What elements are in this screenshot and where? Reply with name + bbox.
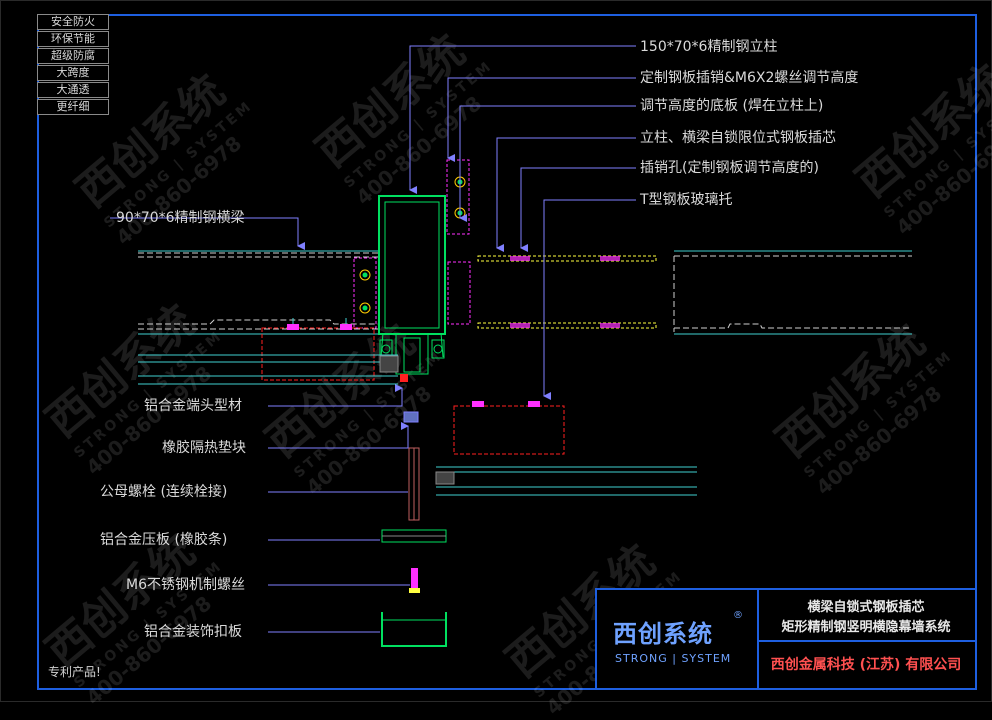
section-drawing (110, 45, 912, 647)
core-pin (510, 323, 530, 328)
core-pin (510, 256, 530, 261)
glass-support (528, 401, 540, 407)
cover-part (381, 612, 447, 647)
feature-tag: 安全防火 (37, 14, 109, 30)
registered-mark: ® (733, 610, 743, 621)
glass-support (287, 324, 299, 330)
logo-text: 西创系统 (613, 620, 713, 648)
lock-core-bottom (477, 322, 657, 329)
feature-tag: 更纤细 (37, 99, 109, 115)
feature-tag: 环保节能 (37, 31, 109, 47)
core-pin (600, 323, 620, 328)
patent-note: 专利产品! (48, 665, 101, 679)
label-glass-support: T型钢板玻璃托 (640, 192, 733, 208)
label-rubber-block: 橡胶隔热垫块 (162, 440, 246, 456)
logo-english: STRONG | SYSTEM (615, 652, 732, 665)
rubber-block-part (403, 411, 419, 423)
label-steel-beam: 90*70*6精制钢横梁 (116, 210, 245, 226)
pin-bracket-right (447, 261, 471, 325)
bolt-part (408, 447, 420, 521)
label-pressure-plate: 铝合金压板 (橡胶条) (100, 532, 228, 548)
title-divider (757, 640, 977, 642)
label-steel-column: 150*70*6精制钢立柱 (640, 39, 778, 55)
core-pin (600, 256, 620, 261)
label-screw: M6不锈钢机制螺丝 (126, 577, 245, 593)
label-pin-hole: 插销孔(定制钢板调节高度的) (640, 160, 819, 176)
left-steel-beam (138, 252, 378, 330)
pressure-plate-part (381, 529, 447, 543)
label-cover: 铝合金装饰扣板 (144, 624, 242, 640)
left-glass-panel (138, 354, 399, 385)
steel-column (378, 195, 446, 375)
feature-tag: 超级防腐 (37, 48, 109, 64)
logo: 西创系统 ® STRONG | SYSTEM (597, 590, 759, 688)
drawing-title-line2: 矩形精制钢竖明横隐幕墙系统 (781, 620, 951, 635)
feature-tag: 大跨度 (37, 65, 109, 81)
right-steel-beam (673, 255, 912, 332)
company-name: 西创金属科技 (江苏) 有限公司 (770, 657, 962, 673)
label-base-plate: 调节高度的底板 (焊在立柱上) (640, 98, 824, 114)
feature-tags: 安全防火 环保节能 超级防腐 大跨度 大通透 更纤细 (37, 14, 109, 116)
right-glass-panel (435, 466, 697, 496)
drawing-title-line1: 横梁自锁式钢板插芯 (807, 600, 925, 615)
pin-bracket-left (353, 257, 377, 329)
lock-core-top (477, 255, 657, 262)
label-end-profile: 铝合金端头型材 (144, 398, 242, 414)
glass-left (261, 327, 375, 381)
label-bolt: 公母螺栓 (连续栓接) (100, 484, 228, 500)
glass-support (472, 401, 484, 407)
glass-support (340, 324, 352, 330)
drawing-frame (37, 14, 977, 690)
screw-part (409, 568, 420, 593)
leader-lines (110, 45, 636, 633)
label-lock-core: 立柱、横梁自锁限位式钢板插芯 (640, 130, 836, 146)
label-pin-bolt: 定制钢板插销&M6X2螺丝调节高度 (640, 70, 859, 86)
feature-tag: 大通透 (37, 82, 109, 98)
end-profile-part (400, 374, 408, 382)
title-block: 西创系统 ® STRONG | SYSTEM 横梁自锁式钢板插芯 矩形精制钢竖明… (595, 588, 977, 690)
glass-right (453, 405, 565, 455)
pin-bracket-top (446, 159, 470, 235)
